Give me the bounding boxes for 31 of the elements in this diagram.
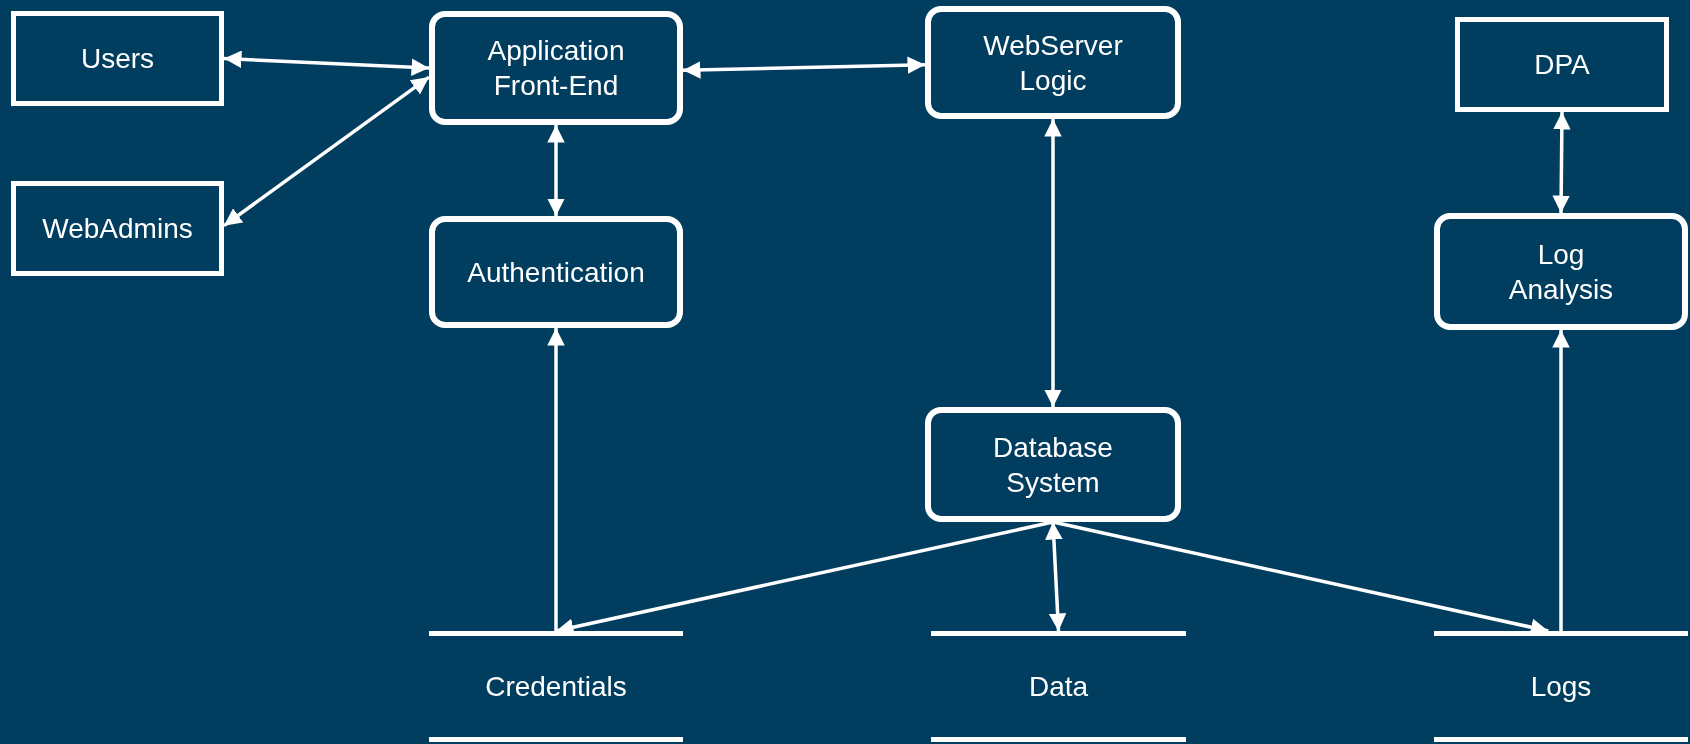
arrow <box>1045 521 1067 632</box>
node-label: Credentials <box>484 670 628 704</box>
process-box <box>11 11 224 106</box>
process-box <box>925 407 1181 522</box>
arrow <box>1552 112 1571 213</box>
arrow <box>547 328 565 631</box>
arrow <box>1552 330 1570 631</box>
arrow <box>222 75 431 228</box>
node-label: WebServer Logic <box>982 28 1124 98</box>
node-label: Users <box>79 42 156 76</box>
process-box <box>11 181 224 276</box>
arrow <box>682 56 926 79</box>
data-store <box>429 631 683 742</box>
node-label: Database System <box>992 430 1114 500</box>
process-box <box>1434 213 1688 330</box>
arrow <box>1044 119 1062 407</box>
data-store <box>931 631 1186 742</box>
process-box <box>925 6 1181 119</box>
node-label: Log Analysis <box>1507 237 1615 307</box>
node-label: Logs <box>1529 670 1593 704</box>
node-label: Application Front-End <box>486 34 626 103</box>
node-label: Data <box>1027 670 1090 704</box>
process-box <box>429 216 683 328</box>
arrow <box>223 50 430 76</box>
node-label: WebAdmins <box>41 212 194 246</box>
process-box <box>1455 17 1669 112</box>
process-box <box>429 11 683 125</box>
arrow <box>547 125 565 216</box>
node-label: Authentication <box>466 255 646 290</box>
node-label: DPA <box>1533 48 1591 82</box>
data-store <box>1434 631 1688 742</box>
